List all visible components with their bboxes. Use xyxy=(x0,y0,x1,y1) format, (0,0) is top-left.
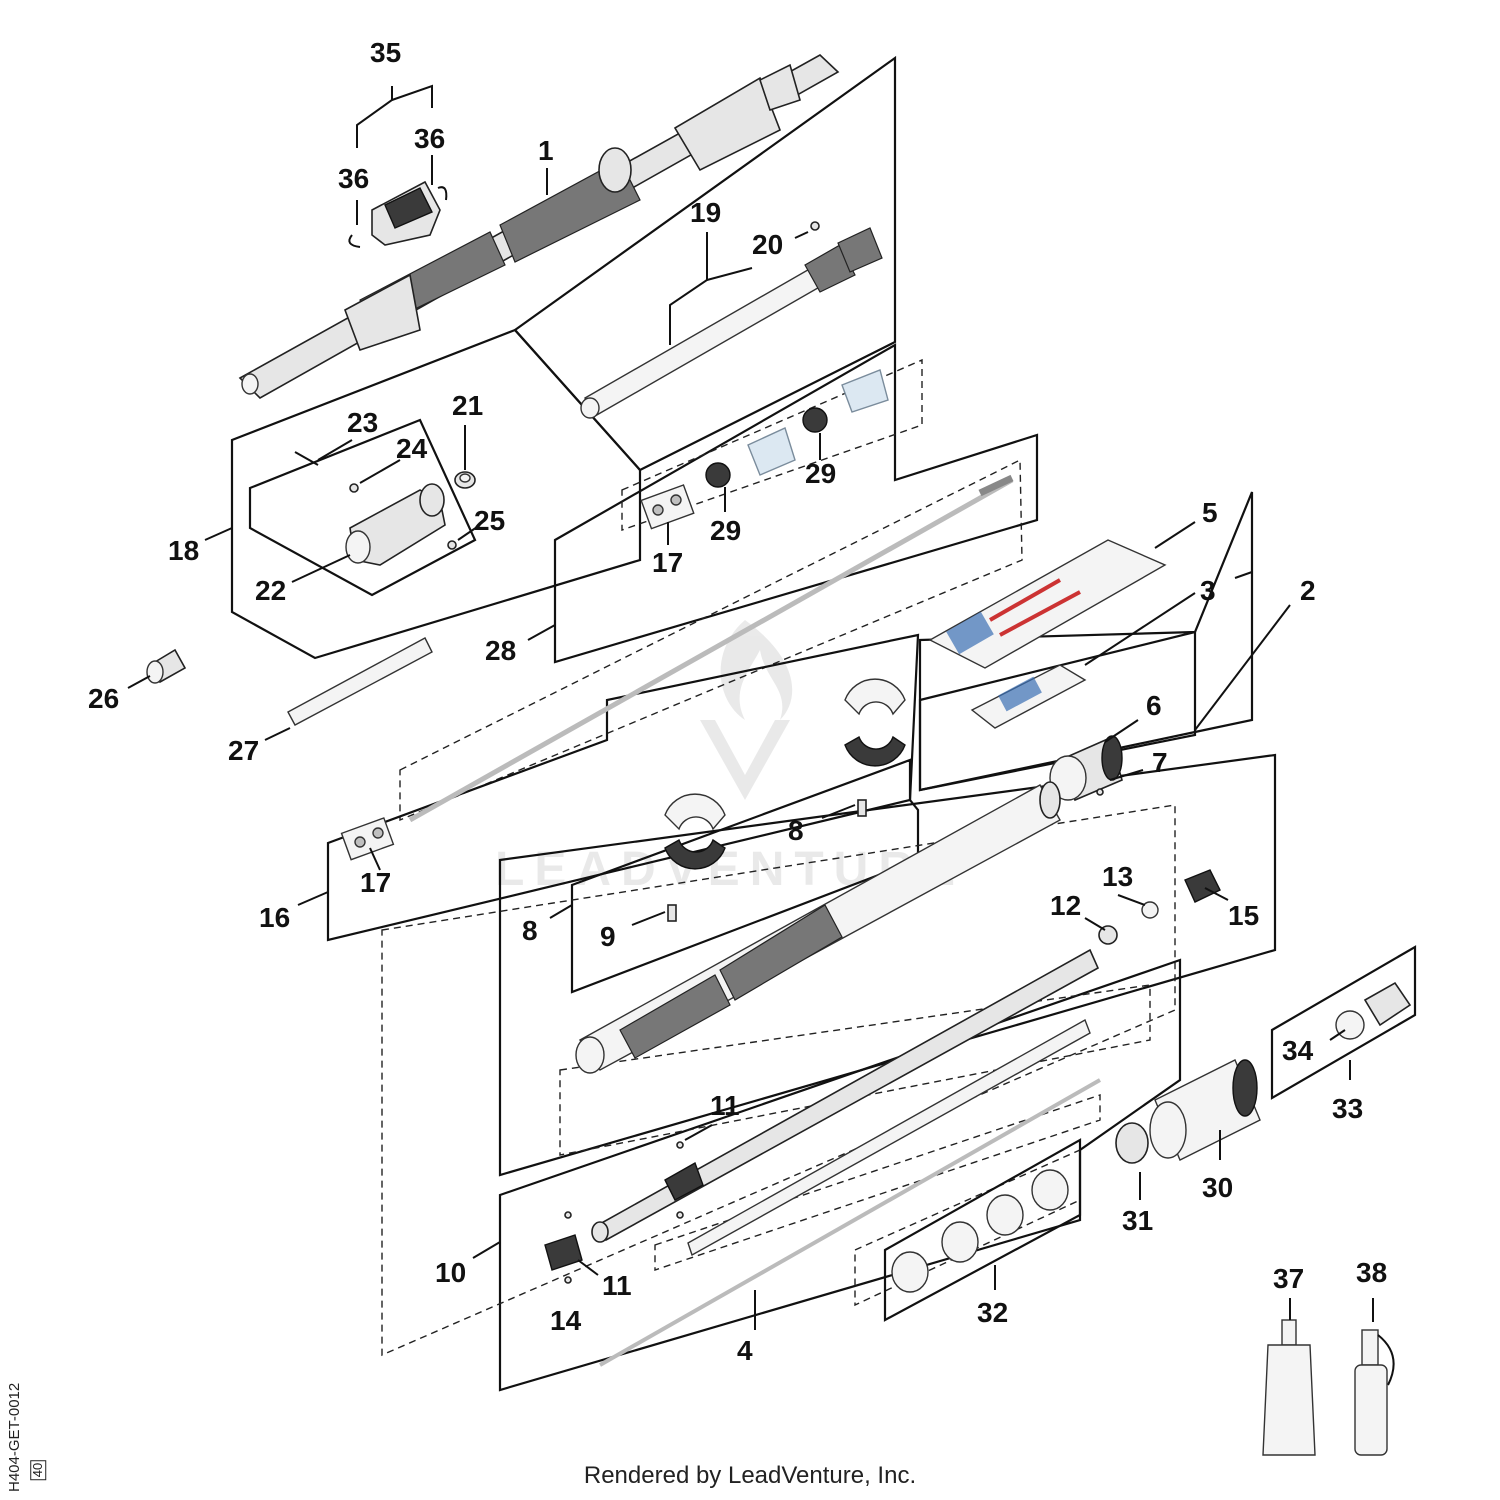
dash-box-11 xyxy=(559,984,1151,1156)
label-21: 21 xyxy=(452,390,483,421)
box-18 xyxy=(230,328,642,660)
part-33-34-fitting xyxy=(1335,981,1412,1040)
part-27-sleeve xyxy=(287,637,433,726)
label-35: 35 xyxy=(370,37,401,68)
label-3: 3 xyxy=(1200,575,1216,606)
label-10: 11 xyxy=(602,1270,632,1301)
label-26: 26 xyxy=(88,683,119,714)
label-28: 28 xyxy=(485,635,516,666)
label-30: 30 xyxy=(1202,1172,1233,1203)
part-30-housing xyxy=(1149,1059,1261,1161)
part-17-top xyxy=(640,484,695,530)
label-22: 22 xyxy=(255,575,286,606)
label-33: 33 xyxy=(1332,1093,1363,1124)
label-4: 5 xyxy=(1202,497,1218,528)
label-5: 6 xyxy=(1146,690,1162,721)
part-28-drive-rod xyxy=(408,474,1014,823)
box-16 xyxy=(326,633,920,942)
dash-box-15 xyxy=(654,1094,1101,1271)
label-11: 11 xyxy=(710,1090,740,1121)
box-32 xyxy=(883,1138,1082,1322)
region-boxes xyxy=(230,55,1417,1392)
part-15-rod xyxy=(599,1078,1101,1367)
label-8: 8 xyxy=(788,815,804,846)
label-12: 12 xyxy=(1050,890,1081,921)
part-11-inner-tube xyxy=(591,948,1100,1243)
dash-box-29 xyxy=(621,358,923,531)
part-32-washers xyxy=(891,1169,1069,1293)
part-19-inner-shaft xyxy=(580,227,883,419)
label-2: 2 xyxy=(1300,575,1316,606)
part-1-shaft xyxy=(238,54,840,399)
part-9-housing-tube xyxy=(575,781,1061,1074)
part-12-13-14 xyxy=(1098,869,1221,945)
box-18-inner xyxy=(248,418,477,597)
box-5-6 xyxy=(918,630,1197,792)
label-7: 8 xyxy=(522,915,538,946)
label-24: 24 xyxy=(396,433,428,464)
part-8-screws xyxy=(667,799,867,922)
dash-box-28 xyxy=(399,458,1023,822)
part-labels: 35 36 36 1 19 20 23 21 24 25 18 22 29 29… xyxy=(88,37,1387,1366)
box-9-upper xyxy=(498,753,1277,1177)
box-33 xyxy=(1270,945,1417,1100)
label-15: 4 xyxy=(737,1335,753,1366)
label-23: 23 xyxy=(347,407,378,438)
part-24-nut xyxy=(349,483,359,493)
label-31: 31 xyxy=(1122,1205,1153,1236)
label-14: 15 xyxy=(1228,900,1259,931)
label-11: 14 xyxy=(550,1305,582,1336)
label-17: 17 xyxy=(652,547,683,578)
part-7-clamps xyxy=(664,678,906,870)
label-19: 19 xyxy=(690,197,721,228)
part-25-nut xyxy=(447,540,457,550)
part-21-bushing xyxy=(454,471,476,489)
label-27: 27 xyxy=(228,735,259,766)
label-1: 1 xyxy=(538,135,554,166)
label-36: 36 xyxy=(414,123,445,154)
label-25: 25 xyxy=(474,505,505,536)
label-8: 9 xyxy=(600,921,616,952)
part-20-screw xyxy=(810,221,820,231)
part-17-left xyxy=(340,817,395,861)
part-5-6-coupler xyxy=(1049,735,1123,802)
label-17: 17 xyxy=(360,867,391,898)
label-6: 7 xyxy=(1152,747,1168,778)
label-13: 13 xyxy=(1102,861,1133,892)
box-7 xyxy=(570,758,920,994)
label-9: 10 xyxy=(435,1257,466,1288)
part-31-ring xyxy=(1115,1122,1149,1164)
label-20: 20 xyxy=(752,229,783,260)
part-29-bushings xyxy=(705,369,889,488)
footer-credit: Rendered by LeadVenture, Inc. xyxy=(583,1462,917,1489)
part-38-bottle xyxy=(1354,1329,1395,1456)
part-liner xyxy=(687,1018,1091,1257)
part-3-4-decals xyxy=(928,539,1167,729)
part-22-coupling xyxy=(345,483,446,566)
part-26-cap xyxy=(146,648,187,684)
part-37-grease-tube xyxy=(1262,1319,1316,1456)
part-10-bushing xyxy=(544,1211,583,1284)
label-32: 32 xyxy=(977,1297,1008,1328)
label-34: 34 xyxy=(1282,1035,1314,1066)
label-29: 29 xyxy=(805,458,836,489)
leader-lines xyxy=(127,84,1374,1330)
label-37: 37 xyxy=(1273,1263,1304,1294)
box-28 xyxy=(553,343,1039,664)
label-36: 36 xyxy=(338,163,369,194)
label-38: 38 xyxy=(1356,1257,1387,1288)
part-35-clamp xyxy=(348,180,448,248)
label-29: 29 xyxy=(710,515,741,546)
label-16: 16 xyxy=(259,902,290,933)
part-23-screw xyxy=(294,451,319,466)
label-18: 18 xyxy=(168,535,199,566)
